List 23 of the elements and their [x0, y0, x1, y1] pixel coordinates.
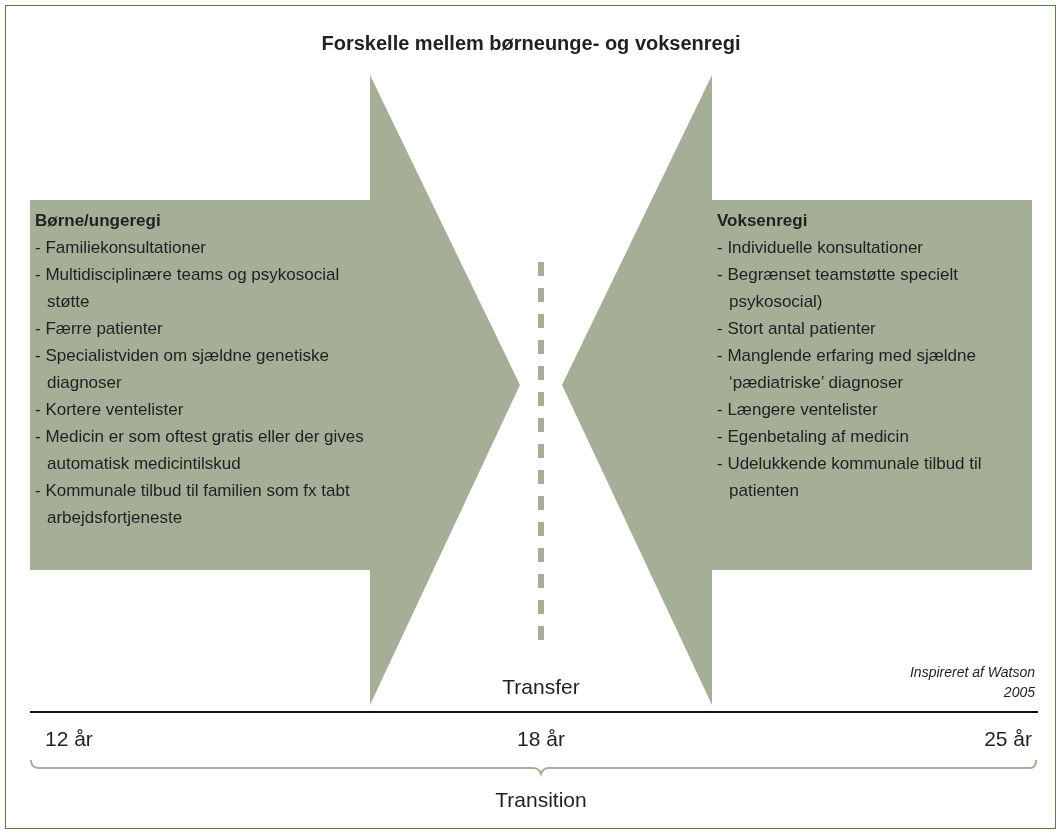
tick-label: 25 år: [983, 727, 1032, 751]
list-item: - Familiekonsultationer: [35, 237, 207, 259]
list-item: - Kortere ventelister: [35, 399, 185, 421]
list-item: - Længere ventelister: [717, 399, 879, 421]
section-heading: Børne/ungeregi: [35, 210, 162, 232]
list-item: - Manglende erfaring med sjældne ‘pædiatriske’ diagnoser: [717, 345, 977, 394]
list-item: - Medicin er som oftest gratis eller der gives automatisk medicintilskud: [35, 426, 365, 475]
tick-label: 18 år: [516, 727, 566, 751]
axis-label: Transfer: [501, 675, 581, 699]
section-heading: Voksenregi: [717, 210, 809, 232]
list-item: - Begrænset teamstøtte specielt psykosocial): [717, 264, 959, 313]
list-item: - Kommunale tilbud til familien som fx tabt arbejdsfortjeneste: [35, 480, 351, 529]
list-item: - Specialistviden om sjældne genetiske diagnoser: [35, 345, 330, 394]
list-item: - Multidisciplinære teams og psykosocial støtte: [35, 264, 341, 313]
list-item: - Udelukkende kommunale tilbud til patienten: [717, 453, 983, 502]
source-note: Inspireret af Watson 2005: [908, 663, 1035, 702]
list-item: - Egenbetaling af medicin: [717, 426, 910, 448]
tick-label: 12 år: [45, 727, 93, 751]
list-item: - Stort antal patienter: [717, 318, 877, 340]
list-item: - Individuelle konsultationer: [717, 237, 924, 259]
list-item: - Færre patienter: [35, 318, 164, 340]
title: Forskelle mellem børneunge- og voksenregi: [320, 32, 742, 55]
bracket-label: Transition: [494, 788, 588, 812]
